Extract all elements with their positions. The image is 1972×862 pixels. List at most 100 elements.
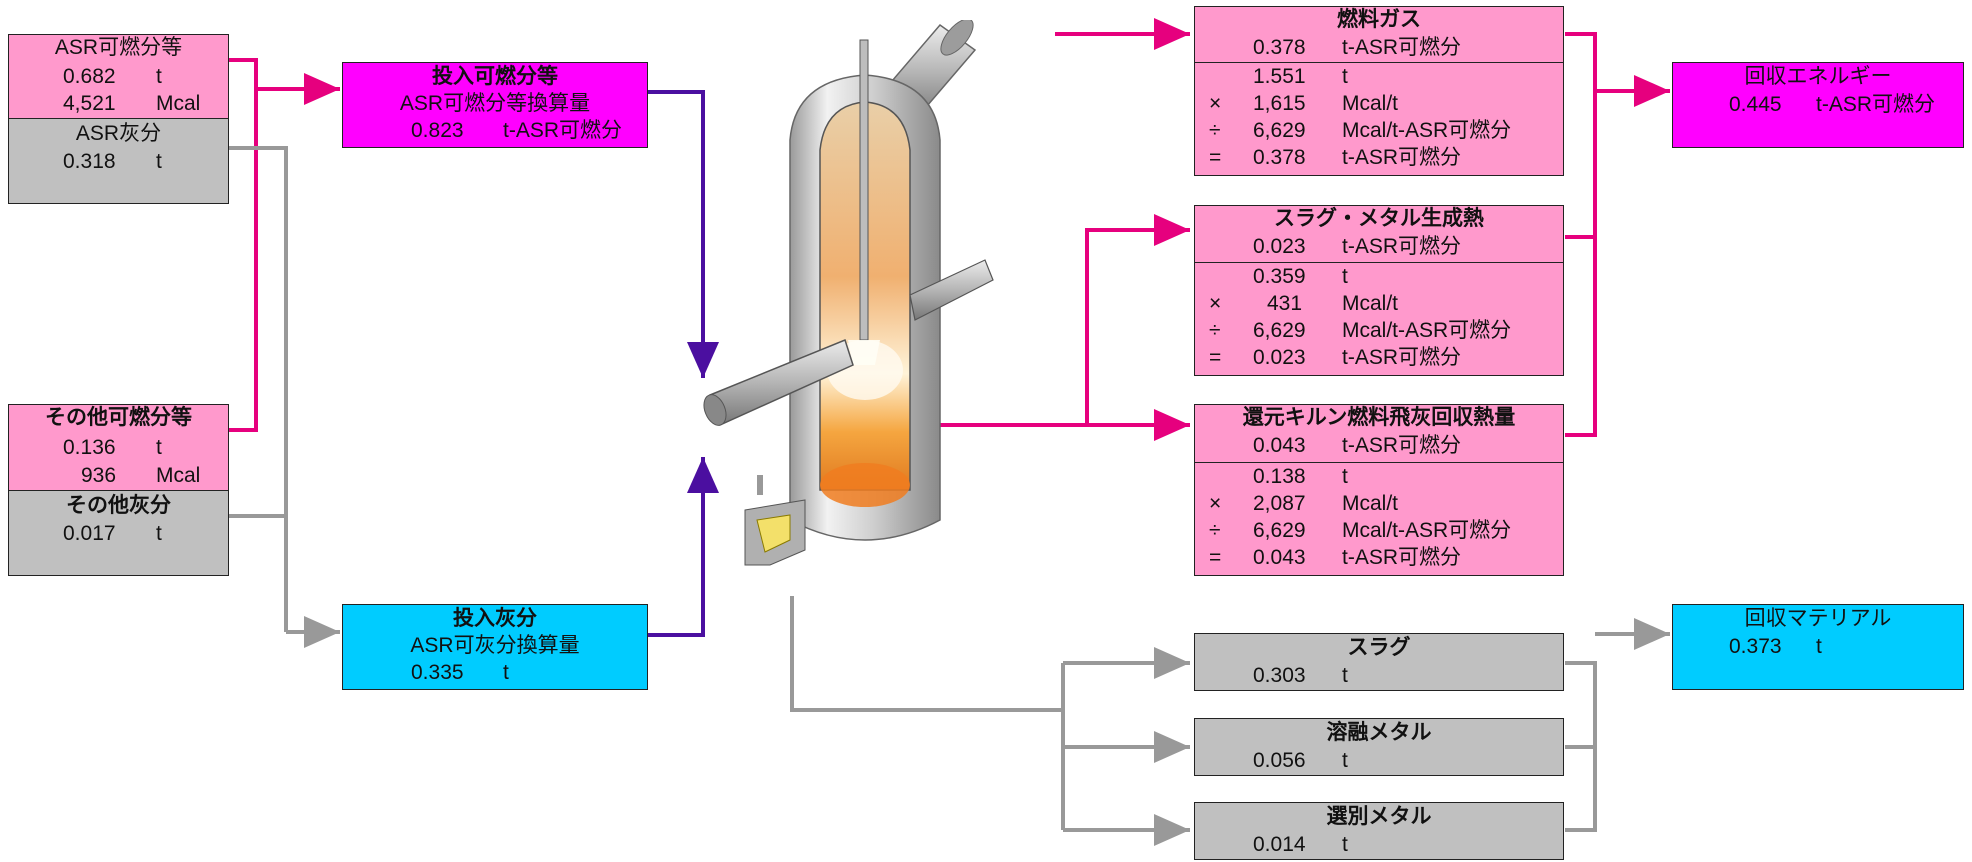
kiln-heat-title: 還元キルン燃料飛灰回収熱量 (1242, 406, 1516, 429)
ash-feed-box: 投入灰分 ASR可灰分換算量 0.335 t (342, 604, 648, 690)
ash-feed-unit: t (503, 661, 509, 684)
sorted-metal-title: 選別メタル (1326, 805, 1432, 828)
slag-heat-calc-val: 6,629 (1253, 319, 1306, 342)
fuel-gas-calc-val: 0.378 (1253, 146, 1306, 169)
fuel-gas-calc-unit: t-ASR可燃分 (1342, 146, 1462, 169)
combustible-input-flow (229, 58, 340, 432)
slag-value: 0.303 (1253, 664, 1306, 687)
recovered-energy-value: 0.445 (1729, 93, 1782, 116)
slag-heat-calc-unit: t (1342, 265, 1348, 288)
molten-metal-title: 溶融メタル (1326, 721, 1432, 744)
recovered-energy-title: 回収エネルギー (1744, 65, 1892, 88)
multiply-sign: × (1209, 492, 1222, 515)
equals-sign: = (1209, 346, 1222, 369)
kiln-heat-calc-unit: t (1342, 465, 1348, 488)
sorted-metal-unit: t (1342, 833, 1348, 856)
fuel-gas-calc-unit: Mcal/t (1342, 92, 1399, 115)
fuel-gas-calc-unit: Mcal/t-ASR可燃分 (1342, 119, 1512, 142)
slag-unit: t (1342, 664, 1348, 687)
other-ash-mass-unit: t (156, 522, 162, 545)
asr-ash-mass-unit: t (156, 150, 162, 173)
fuel-gas-calc-val: 6,629 (1253, 119, 1306, 142)
other-combustible-heat-unit: Mcal (156, 464, 201, 487)
slag-heat-calc-val: 0.359 (1253, 265, 1306, 288)
fuel-gas-unit: t-ASR可燃分 (1342, 36, 1462, 59)
divide-sign: ÷ (1209, 319, 1221, 342)
asr-combustible-mass: 0.682 (63, 65, 116, 88)
other-ash-mass: 0.017 (63, 522, 116, 545)
ash-feed-title: 投入灰分 (453, 607, 537, 630)
equals-sign: = (1209, 546, 1222, 569)
ash-feed-subtitle: ASR可灰分換算量 (410, 634, 580, 657)
kiln-heat-value: 0.043 (1253, 434, 1306, 457)
slag-title: スラグ (1347, 636, 1411, 659)
kiln-heat-calc-val: 0.138 (1253, 465, 1306, 488)
combustible-feed-value: 0.823 (411, 119, 464, 142)
asr-ash-box: ASR灰分 0.318 t (8, 118, 229, 204)
recovered-material-value: 0.373 (1729, 635, 1782, 658)
other-combustible-mass: 0.136 (63, 436, 116, 459)
sorted-metal-box: 選別メタル 0.014 t (1194, 802, 1564, 860)
equals-sign: = (1209, 146, 1222, 169)
slag-heat-calc-unit: Mcal/t (1342, 292, 1399, 315)
other-ash-box: その他灰分 0.017 t (8, 490, 229, 576)
ash-feed-value: 0.335 (411, 661, 464, 684)
slag-heat-title: スラグ・メタル生成熱 (1274, 207, 1484, 230)
recovered-energy-unit: t-ASR可燃分 (1816, 93, 1936, 116)
asr-combustible-heat-unit: Mcal (156, 92, 201, 115)
recovered-material-unit: t (1816, 635, 1822, 658)
combustible-feed-box: 投入可燃分等 ASR可燃分等換算量 0.823 t-ASR可燃分 (342, 62, 648, 148)
kiln-heat-unit: t-ASR可燃分 (1342, 434, 1462, 457)
molten-metal-box: 溶融メタル 0.056 t (1194, 718, 1564, 776)
combustible-feed-unit: t-ASR可燃分 (503, 119, 623, 142)
other-combustible-title: その他可燃分等 (45, 406, 192, 429)
fuel-gas-calc-val: 1.551 (1253, 65, 1306, 88)
ash-input-flow (229, 146, 340, 648)
kiln-heat-calc-val: 0.043 (1253, 546, 1306, 569)
other-combustible-heat: 936 (81, 464, 117, 487)
asr-combustible-title: ASR可燃分等 (54, 36, 183, 59)
asr-combustible-box: ASR可燃分等 0.682 t 4,521 Mcal (8, 34, 229, 120)
divide-sign: ÷ (1209, 119, 1221, 142)
kiln-heat-calc-unit: Mcal/t-ASR可燃分 (1342, 519, 1512, 542)
slag-heat-box: スラグ・メタル生成熱 0.023 t-ASR可燃分 0.359 t × 431 … (1194, 205, 1564, 376)
molten-metal-value: 0.056 (1253, 749, 1306, 772)
kiln-heat-calc-val: 6,629 (1253, 519, 1306, 542)
slag-heat-calc-val: 0.023 (1253, 346, 1306, 369)
other-ash-title: その他灰分 (66, 494, 171, 517)
slag-heat-unit: t-ASR可燃分 (1342, 235, 1462, 258)
other-combustible-box: その他可燃分等 0.136 t 936 Mcal (8, 404, 229, 492)
kiln-heat-calc-val: 2,087 (1253, 492, 1306, 515)
slag-heat-value: 0.023 (1253, 235, 1306, 258)
multiply-sign: × (1209, 92, 1222, 115)
fuel-gas-calc-unit: t (1342, 65, 1348, 88)
fuel-gas-title: 燃料ガス (1337, 8, 1421, 31)
asr-combustible-heat: 4,521 (63, 92, 116, 115)
asr-ash-mass: 0.318 (63, 150, 116, 173)
recovered-material-title: 回収マテリアル (1744, 607, 1892, 630)
slag-heat-calc-val: 431 (1267, 292, 1303, 315)
slag-heat-calc-unit: Mcal/t-ASR可燃分 (1342, 319, 1512, 342)
energy-output-flow (940, 18, 1670, 441)
material-output-flow (790, 596, 1670, 846)
melting-furnace-illustration (703, 20, 994, 566)
combustible-feed-subtitle: ASR可燃分等換算量 (399, 92, 591, 115)
combustible-feed-title: 投入可燃分等 (432, 65, 558, 88)
molten-metal-unit: t (1342, 749, 1348, 772)
fuel-gas-value: 0.378 (1253, 36, 1306, 59)
kiln-heat-box: 還元キルン燃料飛灰回収熱量 0.043 t-ASR可燃分 0.138 t × 2… (1194, 404, 1564, 576)
recovered-material-box: 回収マテリアル 0.373 t (1672, 604, 1964, 690)
fuel-gas-calc-val: 1,615 (1253, 92, 1306, 115)
multiply-sign: × (1209, 292, 1222, 315)
asr-ash-title: ASR灰分 (75, 122, 162, 145)
sorted-metal-value: 0.014 (1253, 833, 1306, 856)
other-combustible-mass-unit: t (156, 436, 162, 459)
feed-to-furnace-flow (648, 90, 719, 637)
kiln-heat-calc-unit: t-ASR可燃分 (1342, 546, 1462, 569)
recovered-energy-box: 回収エネルギー 0.445 t-ASR可燃分 (1672, 62, 1964, 148)
kiln-heat-calc-unit: Mcal/t (1342, 492, 1399, 515)
divide-sign: ÷ (1209, 519, 1221, 542)
fuel-gas-box: 燃料ガス 0.378 t-ASR可燃分 1.551 t × 1,615 Mcal… (1194, 6, 1564, 176)
asr-combustible-mass-unit: t (156, 65, 162, 88)
